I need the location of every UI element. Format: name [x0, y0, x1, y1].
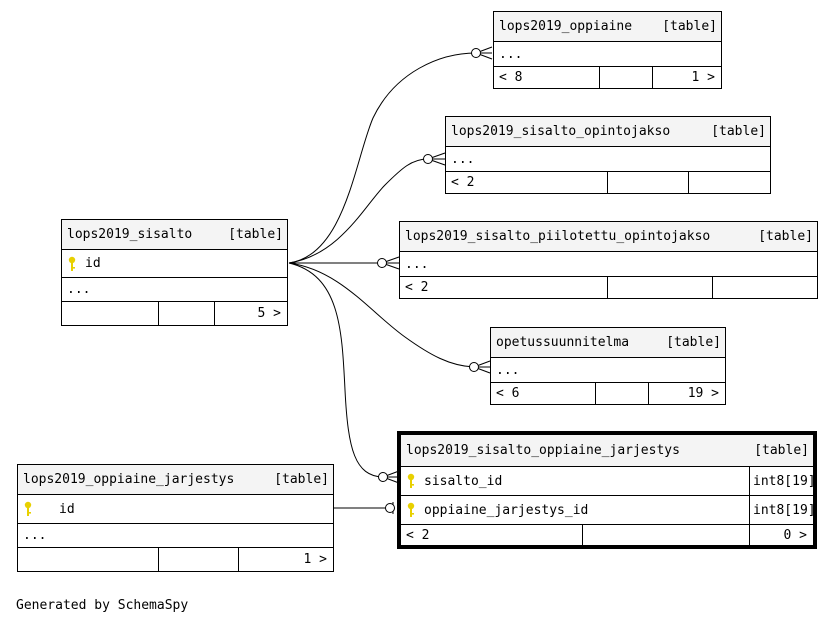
column-name: id [59, 501, 75, 517]
footer-rows [158, 302, 214, 325]
table-header: lops2019_sisalto [table] [62, 220, 287, 250]
collapsed-columns: ... [494, 42, 721, 67]
column-name: sisalto_id [424, 473, 503, 489]
footer-rows [595, 383, 648, 404]
footer-parents [18, 548, 158, 571]
footer-parents: < 2 [405, 280, 429, 295]
table-kind: [table] [758, 229, 813, 244]
collapsed-columns: ... [62, 278, 287, 302]
footer-children: 19 > [648, 383, 725, 404]
table-kind: [table] [274, 472, 329, 487]
table-oppiaine[interactable]: lops2019_oppiaine [table] ... < 8 1 > [493, 11, 722, 89]
column-row: id [62, 250, 287, 278]
footer-parents: < 2 [451, 175, 475, 190]
key-icon [407, 502, 415, 517]
table-name: lops2019_oppiaine_jarjestys [23, 472, 235, 487]
footer-children: 1 > [238, 548, 333, 571]
table-oppiaine-jarjestys[interactable]: lops2019_oppiaine_jarjestys [table] id .… [17, 464, 334, 572]
footer-children: 0 > [749, 525, 813, 545]
table-name: lops2019_sisalto_oppiaine_jarjestys [406, 443, 680, 458]
table-name: lops2019_sisalto [67, 227, 193, 242]
table-name: lops2019_sisalto_piilotettu_opintojakso [405, 229, 711, 244]
edge-sisalto-jarjestys [288, 262, 384, 478]
footer-rows [607, 277, 712, 298]
table-kind: [table] [666, 335, 721, 350]
table-name: lops2019_oppiaine [499, 19, 633, 34]
table-footer: < 2 [400, 277, 817, 298]
footer-rows [582, 525, 749, 545]
footer-rows [599, 67, 652, 88]
key-icon [68, 256, 76, 271]
table-kind: [table] [662, 19, 717, 34]
column-row: oppiaine_jarjestys_id int8[19] [401, 496, 816, 525]
footer-children [688, 172, 770, 193]
key-icon [24, 501, 32, 516]
table-kind: [table] [754, 443, 809, 458]
table-sisalto-opintojakso[interactable]: lops2019_sisalto_opintojakso [table] ...… [445, 116, 771, 194]
table-sisalto-piilotettu-opintojakso[interactable]: lops2019_sisalto_piilotettu_opintojakso … [399, 221, 818, 299]
footer-parents: < 8 [499, 70, 523, 85]
column-name: id [85, 256, 101, 271]
collapsed-columns: ... [18, 524, 333, 548]
footer-rows [158, 548, 238, 571]
table-footer: 5 > [62, 302, 287, 325]
table-opetussuunnitelma[interactable]: opetussuunnitelma [table] ... < 6 19 > [490, 327, 726, 405]
collapsed-columns: ... [400, 252, 817, 277]
table-footer: 1 > [18, 548, 333, 571]
column-type: int8[19] [749, 496, 816, 524]
footer-children [712, 277, 817, 298]
table-header: opetussuunnitelma [table] [491, 328, 725, 358]
footer-parents: < 2 [406, 527, 430, 543]
table-name: lops2019_sisalto_opintojakso [451, 124, 671, 139]
footer-parents [62, 302, 158, 325]
footer-rows [607, 172, 688, 193]
table-footer: < 2 [446, 172, 770, 193]
table-header: lops2019_oppiaine [table] [494, 12, 721, 42]
table-header: lops2019_oppiaine_jarjestys [table] [18, 465, 333, 495]
footer-children: 5 > [214, 302, 287, 325]
table-header: lops2019_sisalto_oppiaine_jarjestys [tab… [401, 435, 813, 467]
generated-by-label: Generated by SchemaSpy [16, 598, 189, 613]
table-name: opetussuunnitelma [496, 335, 630, 350]
table-sisalto-oppiaine-jarjestys[interactable]: lops2019_sisalto_oppiaine_jarjestys [tab… [397, 431, 817, 549]
table-footer: < 2 0 > [401, 525, 813, 545]
collapsed-columns: ... [491, 358, 725, 383]
table-kind: [table] [711, 124, 766, 139]
table-header: lops2019_sisalto_piilotettu_opintojakso … [400, 222, 817, 252]
table-kind: [table] [228, 227, 283, 242]
footer-parents: < 6 [496, 386, 520, 401]
table-footer: < 6 19 > [491, 383, 725, 404]
table-footer: < 8 1 > [494, 67, 721, 88]
collapsed-columns: ... [446, 147, 770, 172]
footer-children: 1 > [652, 67, 721, 88]
table-header: lops2019_sisalto_opintojakso [table] [446, 117, 770, 147]
key-icon [407, 473, 415, 488]
column-row: id [18, 495, 333, 524]
column-row: sisalto_id int8[19] [401, 467, 816, 496]
table-sisalto[interactable]: lops2019_sisalto [table] id ... 5 > [61, 219, 288, 326]
column-type: int8[19] [749, 467, 816, 495]
column-name: oppiaine_jarjestys_id [424, 502, 589, 518]
